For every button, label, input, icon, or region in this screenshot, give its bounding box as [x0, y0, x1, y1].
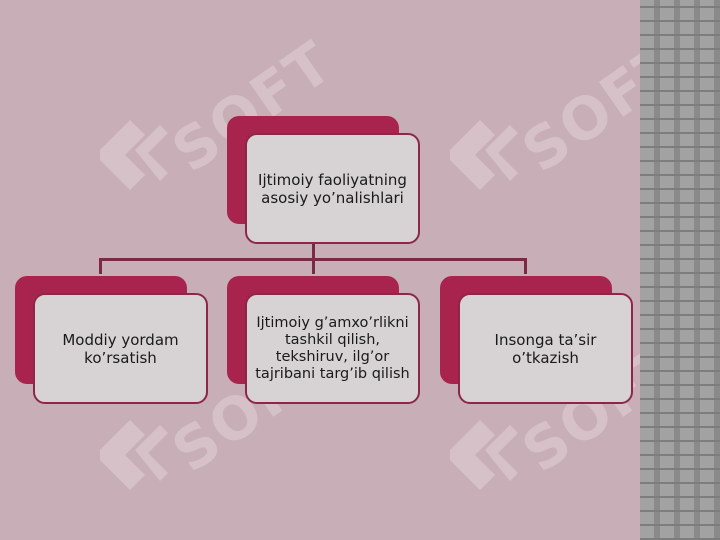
watermark-logo-icon: [100, 420, 168, 490]
watermark-tr: SOFT: [440, 28, 640, 204]
child-node-2: Ijtimoiy g’amxo’rlikni tashkil qilish, t…: [245, 293, 420, 404]
child-node-3-label: Insonga ta’sir o’tkazish: [494, 330, 597, 367]
child-node-1-label: Moddiy yordam ko’rsatish: [62, 330, 179, 367]
connector-root-stem: [312, 242, 315, 259]
watermark-logo-icon: [450, 120, 518, 190]
child-node-1: Moddiy yordam ko’rsatish: [33, 293, 208, 404]
connector-left-drop: [99, 258, 102, 274]
side-decoration-strip: [640, 0, 720, 540]
connector-middle-drop: [312, 258, 315, 274]
root-node: Ijtimoiy faoliyatning asosiy yo’nalishla…: [245, 133, 420, 244]
watermark-br: SOFT: [440, 328, 640, 504]
slide: SOFT SOFT SOFT SOFT Ijtimoiy faoliyatnin…: [15, 27, 640, 504]
watermark-text: SOFT: [510, 27, 640, 186]
watermark-logo-icon: [100, 120, 168, 190]
watermark-logo-icon: [450, 420, 518, 490]
connector-right-drop: [524, 258, 527, 274]
root-node-label: Ijtimoiy faoliyatning asosiy yo’nalishla…: [258, 170, 407, 207]
watermark-tl: SOFT: [90, 28, 345, 204]
child-node-3: Insonga ta’sir o’tkazish: [458, 293, 633, 404]
child-node-2-label: Ijtimoiy g’amxo’rlikni tashkil qilish, t…: [255, 314, 410, 382]
watermark-bl: SOFT: [90, 328, 345, 504]
